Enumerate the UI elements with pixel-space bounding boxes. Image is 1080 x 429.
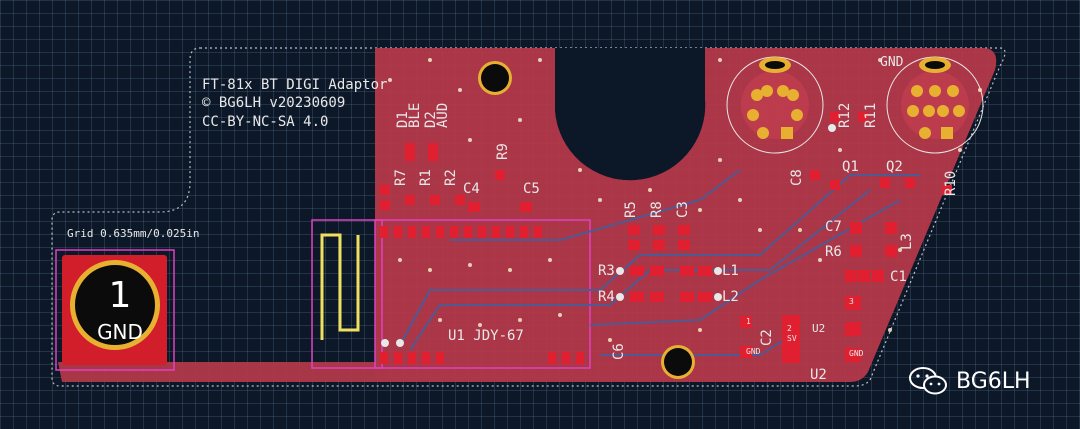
ref-r12: R12	[837, 102, 853, 128]
board-title-line1: FT-81x BT DIGI Adaptor	[202, 77, 388, 93]
mount-hole-bottom	[661, 345, 695, 379]
vias	[381, 124, 836, 347]
ref-r10: R10	[943, 170, 959, 196]
tiny-label-gnd2: GND	[849, 349, 864, 358]
tiny-label-2: 2	[787, 324, 792, 333]
ref-c7: C7	[825, 219, 842, 235]
ref-l2: L2	[722, 289, 739, 305]
module-pads	[380, 226, 584, 364]
ref-c3: C3	[675, 201, 691, 218]
ref-r5: R5	[623, 201, 639, 218]
smd-pads	[380, 112, 952, 363]
ref-aud: AUD	[435, 102, 451, 128]
board-outline	[51, 47, 1006, 387]
watermark: BG6LH	[908, 366, 1031, 396]
ref-r8: R8	[649, 201, 665, 218]
ref-q2: Q2	[886, 159, 903, 175]
ref-r2: R2	[443, 169, 459, 186]
board-title-line3: CC-BY-NC-SA 4.0	[202, 114, 329, 130]
ref-l1: L1	[722, 263, 739, 279]
board-title-line2: © BG6LH v20230609	[202, 95, 346, 111]
ref-u2: U2	[810, 367, 827, 383]
ref-r4: R4	[598, 289, 615, 305]
ref-r1: R1	[418, 169, 434, 186]
module-footprint	[374, 219, 591, 369]
module-label: U1 JDY-67	[448, 328, 524, 344]
ref-c2: C2	[759, 329, 775, 346]
ref-r6: R6	[825, 244, 842, 260]
ref-r7: R7	[393, 169, 409, 186]
mount-hole-top	[478, 61, 512, 95]
copper-pour	[375, 48, 997, 382]
ref-r3: R3	[598, 263, 615, 279]
ref-u2-inner: U2	[812, 322, 826, 335]
stitch-vias	[388, 58, 982, 342]
ref-r9: R9	[495, 143, 511, 160]
ref-c8: C8	[789, 169, 805, 186]
tiny-label-3: 3	[849, 297, 854, 306]
pad-number: 1	[108, 275, 132, 316]
ref-l3: L3	[899, 233, 915, 250]
ref-ble: BLE	[407, 102, 423, 128]
tiny-label-1: 1	[746, 317, 751, 326]
gnd-label: GND	[880, 55, 904, 70]
grid-label: Grid 0.635mm/0.025in	[67, 227, 200, 240]
din-connector-left	[726, 56, 824, 154]
ref-c5: C5	[523, 181, 540, 197]
antenna-trace	[320, 233, 360, 340]
din-connector-right	[886, 56, 984, 154]
ref-q1: Q1	[842, 159, 859, 175]
ref-c1: C1	[890, 269, 907, 285]
tiny-label-gnd: GND	[746, 347, 761, 356]
pad-net-name: GND	[97, 320, 143, 344]
watermark-text: BG6LH	[956, 368, 1031, 394]
tiny-label-sv: SV	[787, 334, 797, 343]
ref-c6: C6	[611, 343, 627, 360]
ref-r11: R11	[863, 102, 879, 128]
wechat-icon	[908, 366, 948, 396]
antenna-keepout	[311, 219, 383, 369]
ref-c4: C4	[463, 181, 480, 197]
gnd-pad-ring[interactable]: 1 GND	[70, 260, 160, 350]
traces	[399, 169, 920, 356]
copper-strip	[58, 362, 375, 382]
